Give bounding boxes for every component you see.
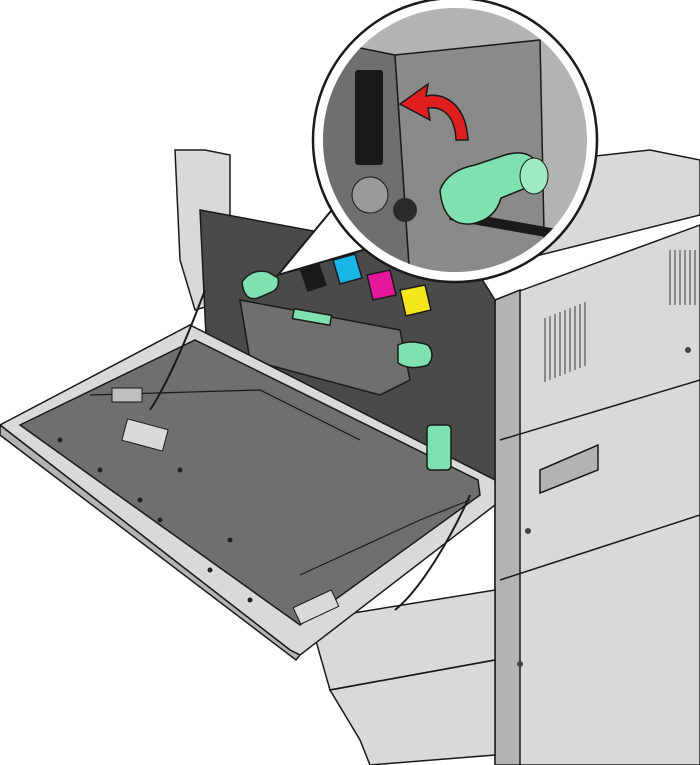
support-cable-right — [394, 494, 471, 611]
tray-seam — [329, 659, 496, 691]
cover-rib — [89, 389, 361, 441]
toner-cyan — [332, 253, 363, 285]
cover-hole — [137, 497, 143, 503]
magnifier-callout — [275, 0, 599, 284]
screw — [517, 661, 523, 667]
cover-clip — [111, 387, 143, 403]
cover-hole — [227, 537, 233, 543]
cover-hole — [177, 467, 183, 473]
cover-hole — [57, 437, 63, 443]
cover-hole — [157, 517, 163, 523]
zoom-hole — [351, 176, 389, 214]
lever-cap — [519, 157, 549, 195]
screw — [685, 347, 691, 353]
cover-hole — [207, 567, 213, 573]
printer-side-panel — [494, 224, 700, 765]
screw — [525, 528, 531, 534]
cover-latch — [292, 589, 340, 625]
front-cover-edge — [0, 424, 302, 662]
waste-toner-handle — [426, 424, 452, 471]
zoom-slot — [355, 70, 383, 165]
cover-latch — [121, 418, 169, 452]
toner-yellow — [399, 284, 432, 317]
imaging-unit — [239, 299, 411, 396]
toner-cartridges — [299, 253, 432, 317]
lock-lever-small — [241, 270, 280, 300]
curved-arrow-counterclockwise-icon — [398, 82, 469, 141]
open-front-cover — [0, 289, 496, 662]
callout-zoomed-view — [323, 8, 587, 272]
green-handles — [241, 270, 452, 471]
cover-hole — [247, 597, 253, 603]
side-handle-recess — [539, 443, 599, 495]
printer-side-edge — [494, 288, 521, 765]
cover-rib — [299, 499, 471, 576]
cover-hole — [97, 467, 103, 473]
handle-knob — [397, 341, 433, 369]
front-cover-inner — [18, 339, 481, 626]
zoom-hole-dark — [393, 198, 417, 222]
vent-grille — [544, 250, 696, 382]
panel-seam-1 — [499, 379, 700, 441]
support-cable-left — [149, 289, 206, 411]
paper-trays — [309, 589, 496, 765]
cover-holes — [57, 437, 253, 603]
handle-bar — [291, 307, 333, 327]
panel-seam-2 — [499, 514, 700, 581]
toner-magenta — [366, 269, 397, 301]
